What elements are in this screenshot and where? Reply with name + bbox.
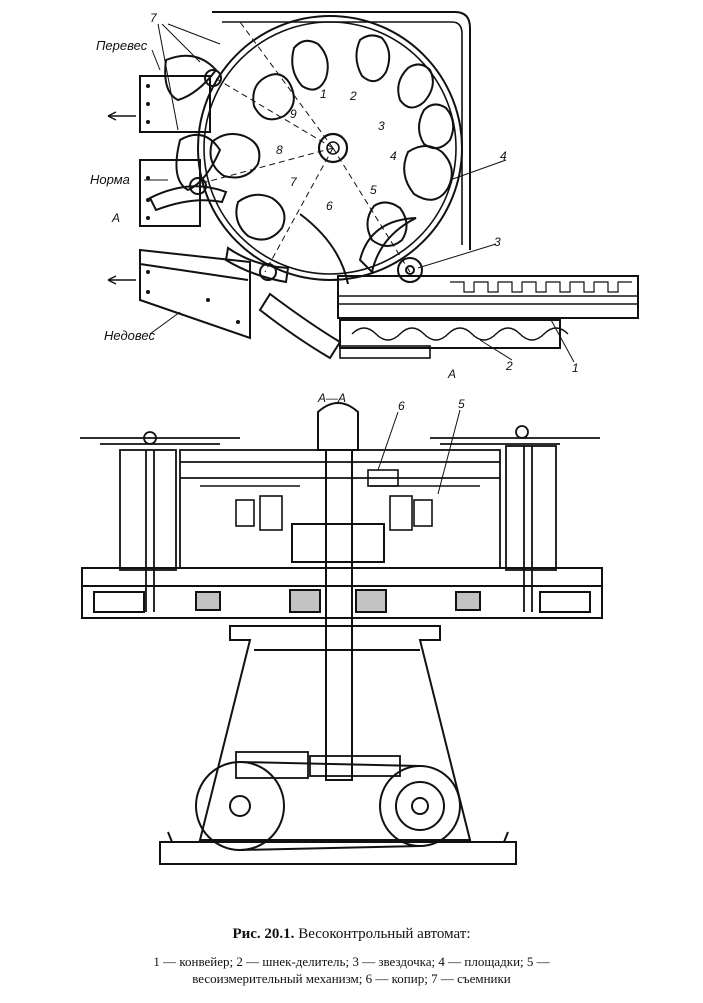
top-view bbox=[107, 11, 639, 363]
chutes bbox=[139, 75, 251, 340]
section-title: А—А bbox=[317, 391, 346, 405]
num-4: 4 bbox=[500, 149, 507, 163]
star-number-5: 5 bbox=[370, 183, 377, 197]
exit-arrows bbox=[107, 111, 136, 285]
star-number-1: 1 bbox=[320, 87, 327, 101]
disc-hub bbox=[317, 132, 349, 164]
star-number-3: 3 bbox=[378, 119, 385, 133]
figure-caption: Рис. 20.1. Весоконтрольный автомат: bbox=[40, 926, 663, 943]
star-number-9: 9 bbox=[290, 107, 297, 121]
screw-divider-2 bbox=[339, 319, 569, 359]
rotary-table bbox=[81, 567, 603, 619]
central-shaft bbox=[291, 449, 385, 781]
section-view bbox=[80, 402, 603, 865]
num-5: 5 bbox=[458, 397, 465, 411]
star-number-4: 4 bbox=[390, 149, 397, 163]
motor-pulley bbox=[195, 761, 461, 851]
platforms-4 bbox=[209, 34, 455, 247]
num-7: 7 bbox=[150, 11, 158, 25]
center-cap bbox=[317, 402, 359, 451]
figure-title: Весоконтрольный автомат: bbox=[298, 926, 471, 942]
strippers-7 bbox=[148, 54, 342, 360]
label-overweight: Перевес bbox=[96, 38, 148, 53]
num-3: 3 bbox=[494, 235, 501, 249]
star-number-6: 6 bbox=[326, 199, 333, 213]
legend-line-2: весоизмерительный механизм; 6 — копир; 7… bbox=[192, 971, 511, 986]
star-number-2: 2 bbox=[349, 89, 357, 103]
legend-line-1: 1 — конвейер; 2 — шнек-делитель; 3 — зве… bbox=[153, 954, 550, 969]
weighing-mechanisms-5 bbox=[200, 485, 480, 531]
copier-6 bbox=[367, 469, 399, 487]
base-stand bbox=[159, 625, 517, 865]
label-normal: Норма bbox=[90, 172, 130, 187]
figure-number: Рис. 20.1. bbox=[232, 926, 295, 942]
top-arms bbox=[80, 425, 600, 445]
star-number-7: 7 bbox=[290, 175, 298, 189]
label-underweight: Недовес bbox=[104, 328, 155, 343]
arrow-a-bottom: A bbox=[447, 367, 456, 381]
upper-housing bbox=[179, 449, 501, 569]
num-2: 2 bbox=[505, 359, 513, 373]
star-number-8: 8 bbox=[276, 143, 283, 157]
num-6: 6 bbox=[398, 399, 405, 413]
arrow-a-left: A bbox=[111, 211, 120, 225]
side-columns bbox=[119, 445, 557, 612]
figure-legend: 1 — конвейер; 2 — шнек-делитель; 3 — зве… bbox=[40, 953, 663, 987]
technical-drawing: Перевес Норма Недовес 7 4 3 2 1 A A 1 2 … bbox=[80, 11, 639, 865]
num-1: 1 bbox=[572, 361, 579, 375]
conveyor-1 bbox=[337, 275, 639, 319]
